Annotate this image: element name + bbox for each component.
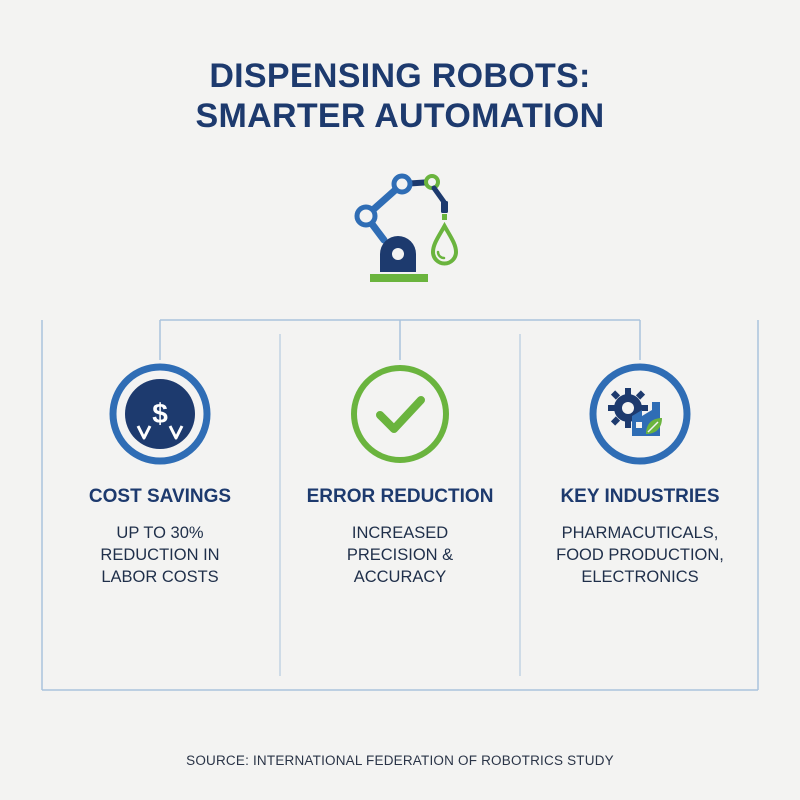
checkmark-icon xyxy=(351,365,449,463)
page-title: DISPENSING ROBOTS: SMARTER AUTOMATION xyxy=(0,56,800,136)
key-industries-panel: KEY INDUSTRIES PHARMACUTICALS, FOOD PROD… xyxy=(520,362,760,588)
key-industries-description: PHARMACUTICALS, FOOD PRODUCTION, ELECTRO… xyxy=(520,522,760,588)
cost-savings-heading: COST SAVINGS xyxy=(88,486,232,507)
description-line: UP TO 30% xyxy=(116,524,204,542)
cost-savings-icon: $ xyxy=(109,363,211,465)
description-line: ELECTRONICS xyxy=(581,568,699,586)
error-reduction-heading: ERROR REDUCTION xyxy=(306,486,494,507)
source-citation: SOURCE: INTERNATIONAL FEDERATION OF ROBO… xyxy=(186,753,614,768)
description-line: INCREASED xyxy=(351,524,449,542)
error-reduction-description: INCREASED PRECISION & ACCURACY xyxy=(280,522,520,588)
title-line-2: SMARTER AUTOMATION xyxy=(195,97,605,135)
description-line: PHARMACUTICALS, xyxy=(561,524,719,542)
description-line: FOOD PRODUCTION, xyxy=(556,546,724,564)
description-line: PRECISION & xyxy=(346,546,454,564)
description-line: REDUCTION IN xyxy=(100,546,220,564)
cost-savings-description: UP TO 30% REDUCTION IN LABOR COSTS xyxy=(40,522,280,588)
robotic-arm-dispensing-drop-icon xyxy=(354,173,459,282)
cost-savings-panel: $ COST SAVINGS UP TO 30% REDUCTION IN LA… xyxy=(40,362,280,588)
key-industries-heading: KEY INDUSTRIES xyxy=(560,486,720,507)
dollar-sign: $ xyxy=(152,398,168,429)
description-line: LABOR COSTS xyxy=(101,568,219,586)
error-reduction-panel: ERROR REDUCTION INCREASED PRECISION & AC… xyxy=(280,362,520,588)
title-line-1: DISPENSING ROBOTS: xyxy=(209,57,591,95)
industry-gear-factory-icon xyxy=(589,363,691,465)
description-line: ACCURACY xyxy=(353,568,447,586)
